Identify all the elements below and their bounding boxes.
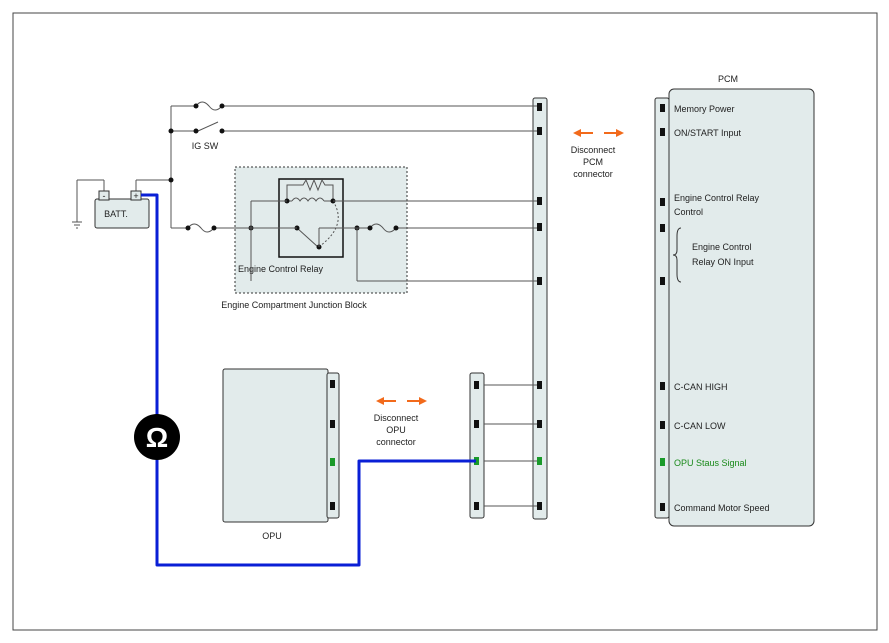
disconnect-pcm-arrows [573, 129, 624, 137]
battery [94, 198, 150, 229]
pcm-pin-ecr-on-2 [660, 277, 665, 285]
opu-to-pcm-wires [484, 384, 537, 507]
pcm-pin-ecr-on-1 [660, 224, 665, 232]
disconnect-opu-arrows [376, 397, 427, 405]
power-dots [168, 103, 399, 231]
pcm-pin-opu-signal [660, 458, 665, 466]
battery-minus-terminal [98, 190, 110, 201]
opu-label: OPU [262, 531, 282, 541]
diagram-frame [12, 12, 878, 631]
pcm-label-ecr-control-1: Engine Control Relay [674, 193, 760, 203]
opu-harness-connector[interactable] [469, 372, 485, 519]
battery-label: BATT. [104, 209, 128, 219]
disconnect-opu-line3: connector [376, 437, 416, 447]
pcm-pin-motor-speed [660, 503, 665, 511]
pcm-label-memory-power: Memory Power [674, 104, 735, 114]
disconnect-opu-line1: Disconnect [374, 413, 419, 423]
pcm-label-motor-speed: Command Motor Speed [674, 503, 770, 513]
opu-connector[interactable] [326, 372, 340, 519]
pcm-label-on-start: ON/START Input [674, 128, 742, 138]
disconnect-pcm-line1: Disconnect [571, 145, 616, 155]
pcm-pin-ecr-control [660, 198, 665, 206]
ohmmeter-leads [141, 193, 476, 567]
pcm-label-c-can-low: C-CAN LOW [674, 421, 726, 431]
pcm-label-ecr-on-1: Engine Control [692, 242, 752, 252]
ohm-icon: Ω [146, 422, 168, 453]
pcm-title: PCM [718, 74, 738, 84]
pcm-label-ecr-on-2: Relay ON Input [692, 257, 754, 267]
pcm-connector[interactable] [654, 97, 670, 519]
engine-control-relay [278, 178, 344, 258]
harness-pins [537, 103, 542, 510]
battery-plus-symbol: + [133, 191, 138, 201]
ecr-on-input-brace [672, 227, 682, 283]
pcm-pin-c-can-high [660, 382, 665, 390]
disconnect-pcm-line2: PCM [583, 157, 603, 167]
pcm-label-ecr-control-2: Control [674, 207, 703, 217]
pcm-label-c-can-high: C-CAN HIGH [674, 382, 728, 392]
pcm-module [668, 88, 815, 527]
pcm-label-opu-signal: OPU Staus Signal [674, 458, 747, 468]
ohmmeter [134, 414, 180, 460]
opu-module [222, 368, 329, 523]
pcm-pin-memory-power [660, 104, 665, 112]
battery-minus-symbol: - [103, 191, 106, 201]
pcm-pin-on-start [660, 128, 665, 136]
engine-control-relay-label: Engine Control Relay [238, 264, 324, 274]
pcm-pin-c-can-low [660, 421, 665, 429]
power-wiring [72, 101, 537, 282]
relay-internals [286, 178, 339, 248]
junction-block-label: Engine Compartment Junction Block [221, 300, 367, 310]
pcm-harness-connector[interactable] [532, 97, 548, 520]
disconnect-opu-line2: OPU [386, 425, 406, 435]
opu-harness-pins [474, 381, 479, 510]
disconnect-pcm-line3: connector [573, 169, 613, 179]
pcm-pins [660, 104, 665, 511]
opu-pins [330, 380, 335, 510]
ig-sw-label: IG SW [192, 141, 219, 151]
